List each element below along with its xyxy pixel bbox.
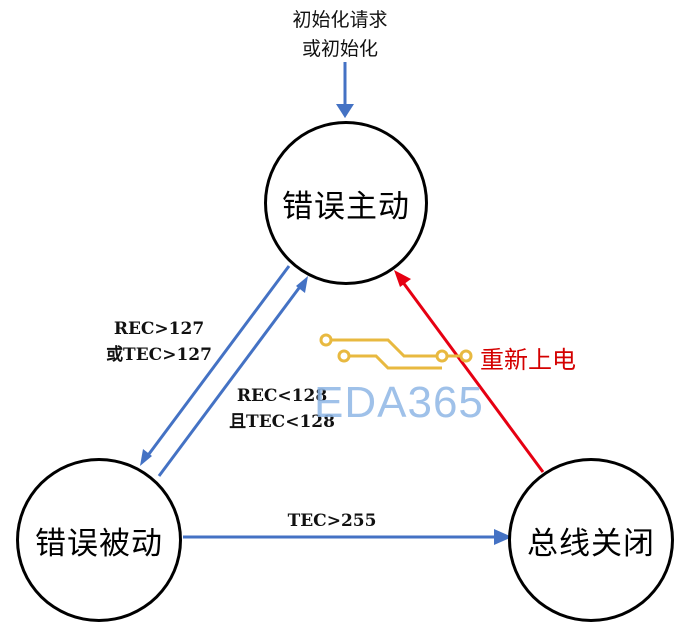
label-active-to-passive: REC>127 或TEC>127	[98, 316, 220, 368]
label-active-to-passive-line1: REC>127	[113, 319, 205, 339]
init-arrow-head	[336, 104, 354, 118]
label-busoff-to-active: 重新上电	[480, 346, 576, 374]
arrow-active-to-passive	[144, 265, 291, 459]
arrow-busoff-to-active-head	[394, 270, 411, 287]
node-error-active-label: 错误主动	[282, 188, 410, 225]
arrow-busoff-to-active	[400, 280, 545, 473]
arrow-passive-to-active	[157, 283, 304, 477]
node-bus-off-label: 总线关闭	[527, 525, 655, 562]
label-passive-to-busoff: TEC>255	[276, 508, 388, 534]
node-bus-off: 总线关闭	[508, 458, 674, 622]
label-active-to-passive-line2: 或TEC>127	[106, 345, 212, 365]
node-error-passive: 错误被动	[16, 458, 182, 622]
init-label-line1: 初始化请求	[292, 9, 388, 31]
arrow-active-to-passive-head	[140, 449, 152, 466]
label-passive-to-busoff-text: TEC>255	[287, 511, 377, 531]
node-error-active: 错误主动	[264, 121, 428, 285]
label-passive-to-active: REC<128 且TEC<128	[222, 383, 342, 435]
label-passive-to-active-line1: REC<128	[236, 386, 328, 406]
arrow-passive-to-active-head	[296, 276, 308, 293]
arrow-passive-to-busoff-head	[494, 529, 512, 545]
init-label: 初始化请求 或初始化	[260, 6, 420, 64]
watermark-trace-icon	[319, 333, 473, 370]
init-label-line2: 或初始化	[301, 38, 378, 60]
label-passive-to-active-line2: 且TEC<128	[229, 412, 335, 432]
node-error-passive-label: 错误被动	[35, 525, 163, 562]
watermark-logo: EDA365	[314, 378, 484, 427]
